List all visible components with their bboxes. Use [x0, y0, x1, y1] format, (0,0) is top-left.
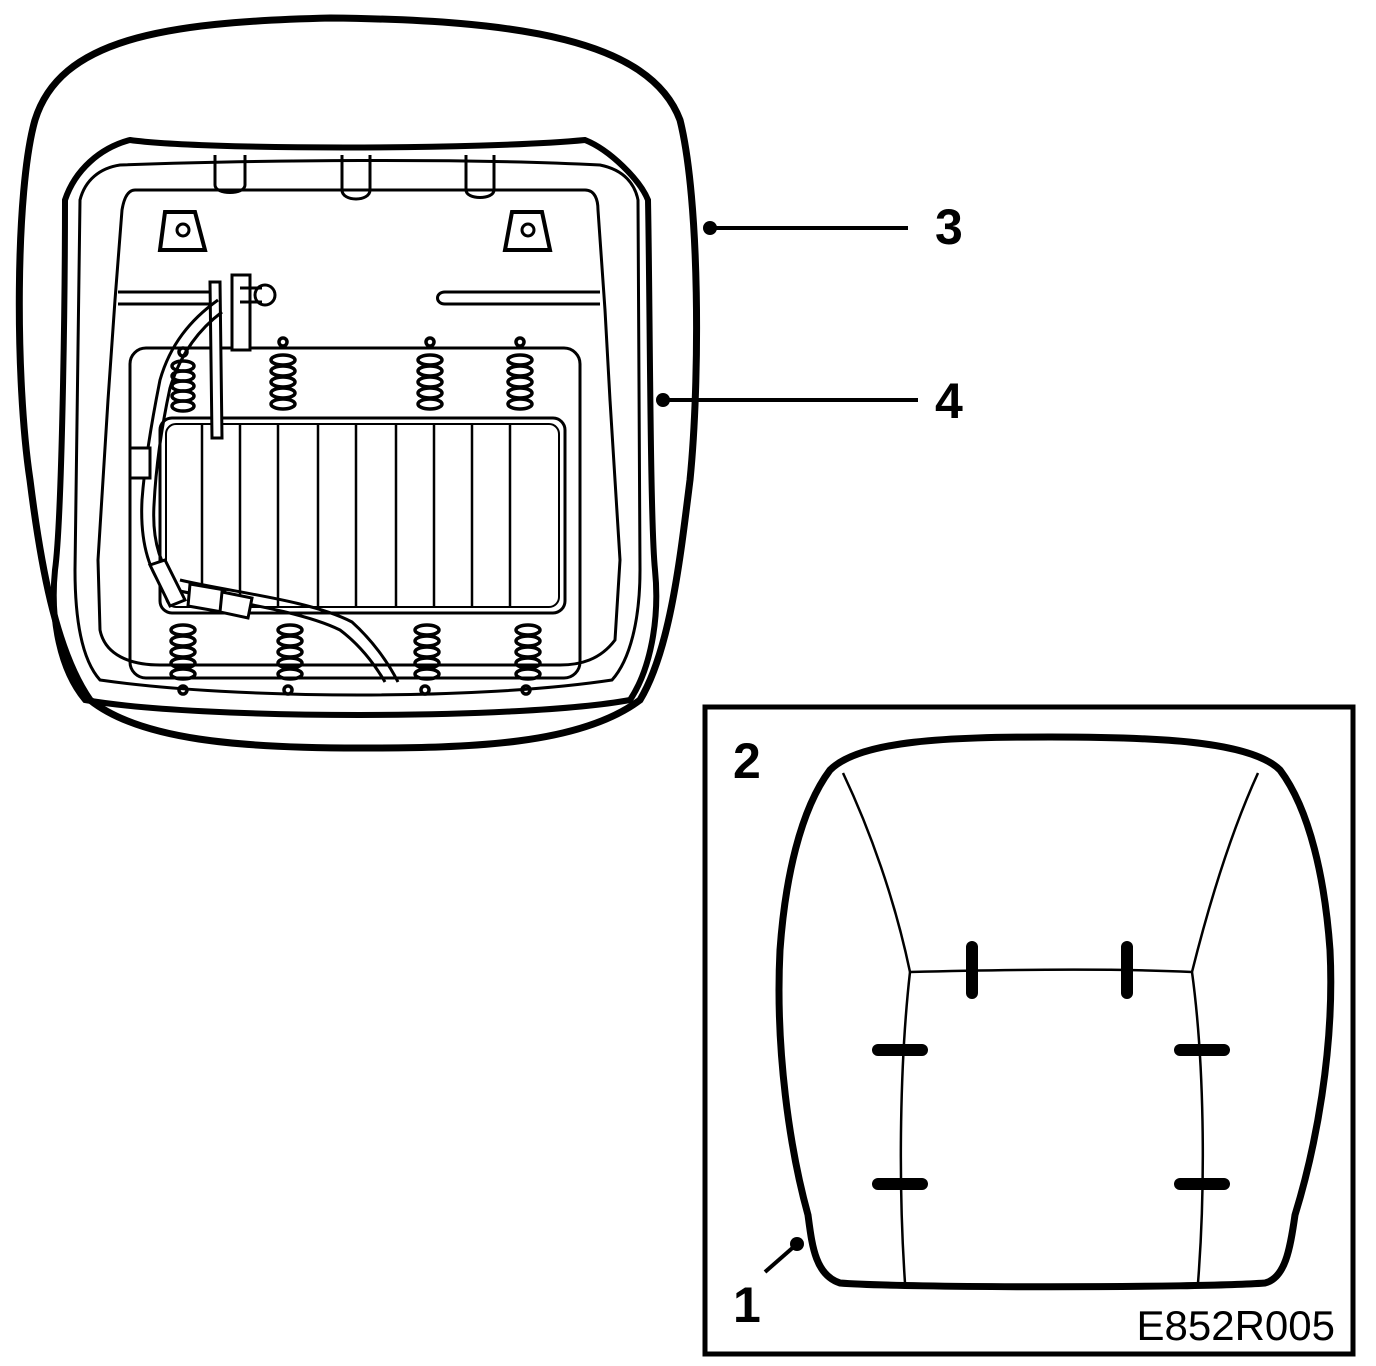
top-tab-right	[464, 155, 496, 199]
callout-3: 3	[935, 199, 963, 255]
top-tab-center	[340, 155, 372, 201]
harness-connector-bottom	[147, 558, 254, 620]
spring-slats	[200, 424, 512, 607]
leader-3	[703, 221, 908, 235]
callout-2: 2	[733, 733, 761, 789]
figure-code: E852R005	[1137, 1302, 1336, 1349]
harness-connector-left	[128, 446, 152, 480]
coil-springs-bottom	[169, 623, 542, 696]
leader-4	[656, 393, 918, 407]
seat-underside-view	[15, 14, 918, 752]
callout-4: 4	[935, 373, 963, 429]
slot-right	[436, 290, 600, 306]
spring-frame-outer	[128, 346, 582, 680]
clip-markers	[872, 941, 1230, 1190]
seat-tray-outline	[73, 158, 642, 697]
bracket-right	[502, 210, 553, 252]
inset-frame	[702, 704, 1356, 1357]
slot-left	[118, 290, 212, 306]
mounting-plate	[96, 188, 622, 667]
bracket-left	[157, 210, 208, 252]
seat-switch-assembly	[208, 273, 277, 440]
spring-bottom-1	[169, 623, 197, 696]
spring-bottom-3	[413, 623, 441, 696]
spring-bottom-2	[276, 623, 304, 696]
seam-right-vertical	[1190, 971, 1205, 1284]
top-tab-left	[213, 155, 247, 194]
seam-left-vertical	[899, 971, 912, 1284]
spring-frame-inner-2	[165, 423, 560, 608]
leader-1	[763, 1237, 804, 1274]
spring-bottom-4	[514, 623, 542, 696]
spring-top-4	[506, 336, 534, 411]
spring-frame-inner	[158, 416, 567, 615]
seat-cover-outline	[15, 14, 701, 752]
seam-left-upper	[841, 772, 912, 973]
seam-right-upper	[1190, 772, 1260, 973]
spring-top-3	[416, 336, 444, 411]
cushion-outline	[775, 733, 1335, 1291]
seat-pan-rim	[50, 136, 660, 718]
callout-1: 1	[733, 1277, 761, 1333]
spring-top-2	[269, 336, 297, 411]
seam-cross	[909, 968, 1193, 974]
inset-panel	[702, 704, 1356, 1357]
coil-springs-top	[170, 336, 534, 413]
